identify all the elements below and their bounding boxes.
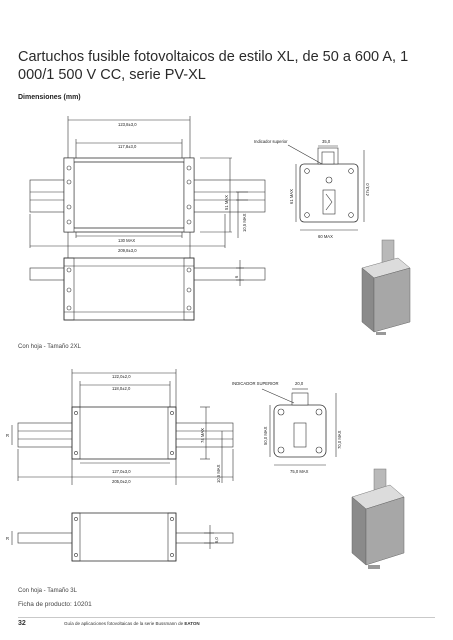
dim3-top-outer: 122,0±2,0 — [112, 374, 131, 379]
side3-height-b: 70,0 MAX — [337, 430, 342, 449]
dim3-bottom-b: 205,0±2,0 — [112, 479, 131, 484]
fuse-3l-3d-render — [351, 468, 405, 569]
side-height-a: 61 MAX — [289, 189, 294, 204]
product-reference: Ficha de producto: 10201 — [18, 601, 92, 608]
side3-width-dim: 75,0 MAX — [290, 469, 309, 474]
dim3-left-b: R — [6, 536, 9, 541]
dim3-top-inner: 118,0±2,0 — [112, 386, 131, 391]
caption-3l: Con hoja - Tamaño 3L — [18, 588, 77, 594]
footer-divider — [18, 617, 435, 618]
indicator-label: Indicador superior — [254, 139, 288, 144]
dim-blade: 10,5 MAX — [242, 213, 247, 232]
dim3-bottom-a: 127,0±3,0 — [112, 469, 131, 474]
dim3-blade: 10,5 MAX — [216, 464, 221, 483]
fuse-3l-drawing: 122,0±2,0 118,0±2,0 127,0±3,0 205,0±2,0 … — [6, 369, 405, 569]
dim-bottom-b: 209,8±3,0 — [118, 248, 137, 253]
dim3-height: 74 MAX — [200, 428, 205, 443]
page-title: Cartuchos fusible fotovoltaicos de estil… — [18, 49, 409, 83]
footer-text: Guía de aplicaciones fotovoltaicas de la… — [64, 621, 200, 626]
dim-top-inner: 117,8±3,0 — [118, 144, 137, 149]
side3-top-dim: 20,0 — [295, 381, 304, 386]
footer-brand: EATON — [184, 621, 200, 626]
side-width-dim: 60 MAX — [318, 234, 333, 239]
caption-2xl: Con hoja - Tamaño 2XL — [18, 344, 81, 350]
indicator-label-3l: INDICADOR SUPERIOR — [232, 381, 279, 386]
dim-bottom-a: 130 MAX — [118, 238, 135, 243]
section-heading: Dimensiones (mm) — [18, 94, 81, 101]
side-top-dim: 35,0 — [322, 139, 331, 144]
footer-guide-text: Guía de aplicaciones fotovoltaicas de la… — [64, 621, 184, 626]
side-height-b: 47±3,0 — [365, 183, 370, 196]
fuse-2xl-3d-render — [361, 239, 411, 335]
dim-thickness: 6 — [234, 275, 239, 278]
dim3-left: R — [6, 433, 9, 438]
page-number: 32 — [18, 620, 26, 627]
dim3-thickness: 6,0 — [214, 537, 219, 543]
side3-height-a: 50,0 MAX — [263, 426, 268, 445]
dim-top-outer: 123,8±3,0 — [118, 122, 137, 127]
fuse-2xl-drawing: 123,8±3,0 117,8±3,0 130 MAX 209,8±3,0 51… — [29, 116, 411, 335]
dim-height: 51 MAX — [224, 195, 229, 210]
